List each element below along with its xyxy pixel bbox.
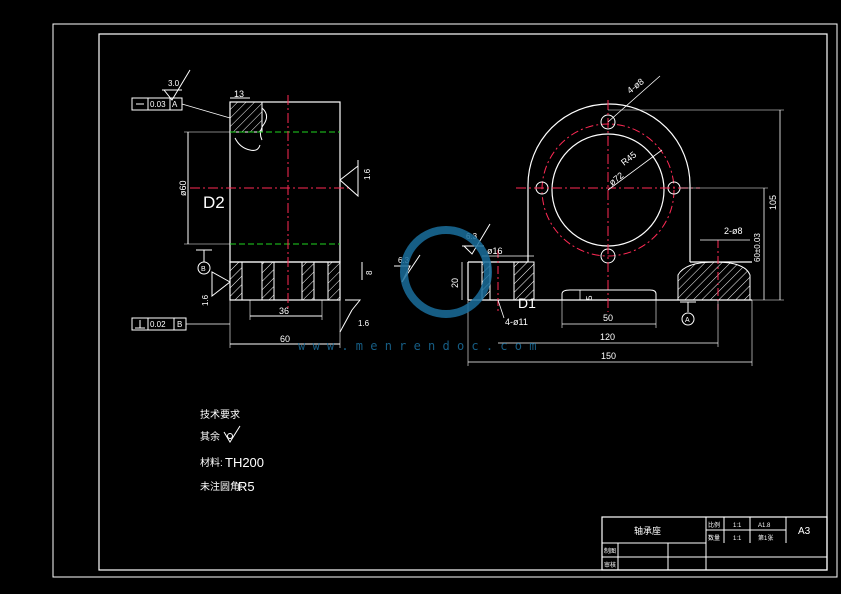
tolerance-frame-bottom: 0.02 B: [131, 317, 230, 331]
svg-text:0.02: 0.02: [150, 320, 166, 329]
svg-text:A: A: [685, 317, 690, 324]
roughness-symbol-top: 3.0: [162, 69, 191, 101]
svg-text:比例: 比例: [708, 521, 720, 529]
dim-150: 150: [601, 351, 616, 361]
notes-fillet-label: 未注圆角:: [200, 480, 243, 493]
dim-8: 8: [365, 270, 374, 275]
title-block: 轴承座 比例 1:1 A1.8 数量 1:1 第1张 制图 审核 A3: [601, 516, 828, 571]
outer-border: [52, 23, 838, 578]
svg-text:第1张: 第1张: [758, 534, 773, 542]
roughness-symbol-bottom: 1.6: [339, 299, 370, 333]
watermark: w w w . m e n r e n d o c . c o m: [298, 226, 536, 353]
dim-60-tol: 60±0.03: [753, 233, 762, 262]
dim-2-phi8: 2-ø8: [724, 226, 743, 236]
left-top-section: [229, 101, 263, 133]
svg-text:B: B: [177, 320, 182, 329]
right-view: 4-ø8 R45 ø72 D1 ø16 20 4-ø11 5 50 120 15…: [394, 75, 784, 366]
notes-fillet-value: R5: [238, 479, 255, 494]
svg-text:1.6: 1.6: [358, 319, 370, 328]
dim-4-phi11: 4-ø11: [505, 317, 528, 327]
svg-text:3.0: 3.0: [168, 79, 180, 88]
tolerance-frame-top: 0.03 A: [131, 97, 231, 119]
notes-heading: 技术要求: [200, 408, 240, 421]
dim-r45: R45: [619, 150, 638, 168]
left-view: 13 ø60 D2 36 60 8 3.0 1.6 1: [131, 69, 374, 348]
svg-text:审核: 审核: [604, 561, 616, 569]
datum-b: B: [196, 249, 212, 275]
sheet-size: A3: [798, 526, 811, 537]
break-line: [259, 107, 268, 141]
label-d1: D1: [518, 295, 536, 311]
svg-text:1.6: 1.6: [363, 168, 372, 180]
svg-text:A1.8: A1.8: [758, 523, 771, 529]
break-line-2: [234, 137, 261, 151]
watermark-ring: [400, 226, 492, 318]
datum-a: A: [680, 301, 696, 326]
inner-border: [98, 33, 828, 571]
dim-4-phi8: 4-ø8: [625, 76, 646, 95]
svg-text:制图: 制图: [604, 547, 616, 555]
dim-phi16: ø16: [487, 246, 503, 256]
label-d2: D2: [203, 193, 225, 212]
roughness-check-icon: [223, 425, 241, 443]
dim-20: 20: [450, 278, 460, 288]
notes-material-value: TH200: [225, 455, 264, 470]
dim-phi60: ø60: [178, 180, 188, 196]
watermark-url: w w w . m e n r e n d o c . c o m: [298, 339, 536, 353]
technical-notes: 技术要求 其余 材料: TH200 未注圆角: R5: [200, 408, 264, 494]
svg-text:1.6: 1.6: [201, 294, 210, 306]
svg-text:数量: 数量: [708, 534, 720, 542]
roughness-symbol-right: 1.6: [339, 160, 372, 198]
dim-5: 5: [585, 295, 594, 300]
svg-text:A: A: [172, 100, 178, 109]
roughness-symbol-left: 1.6: [201, 271, 231, 306]
right-foot: [677, 261, 751, 301]
dim-phi72: ø72: [607, 170, 625, 187]
svg-text:1:1: 1:1: [733, 523, 742, 529]
notes-material-label: 材料:: [200, 456, 223, 469]
left-base: [229, 261, 341, 301]
svg-text:B: B: [201, 266, 206, 273]
outer-arc: [527, 103, 691, 262]
notes-rest-label: 其余: [200, 430, 220, 443]
svg-text:1:1: 1:1: [733, 536, 742, 542]
svg-text:0.03: 0.03: [150, 100, 166, 109]
dim-50: 50: [603, 313, 613, 323]
dim-105: 105: [768, 195, 778, 210]
title-name: 轴承座: [634, 525, 661, 536]
dim-60: 60: [280, 334, 290, 344]
dim-13: 13: [234, 89, 244, 99]
dim-120: 120: [600, 332, 615, 342]
dim-36: 36: [279, 306, 289, 316]
